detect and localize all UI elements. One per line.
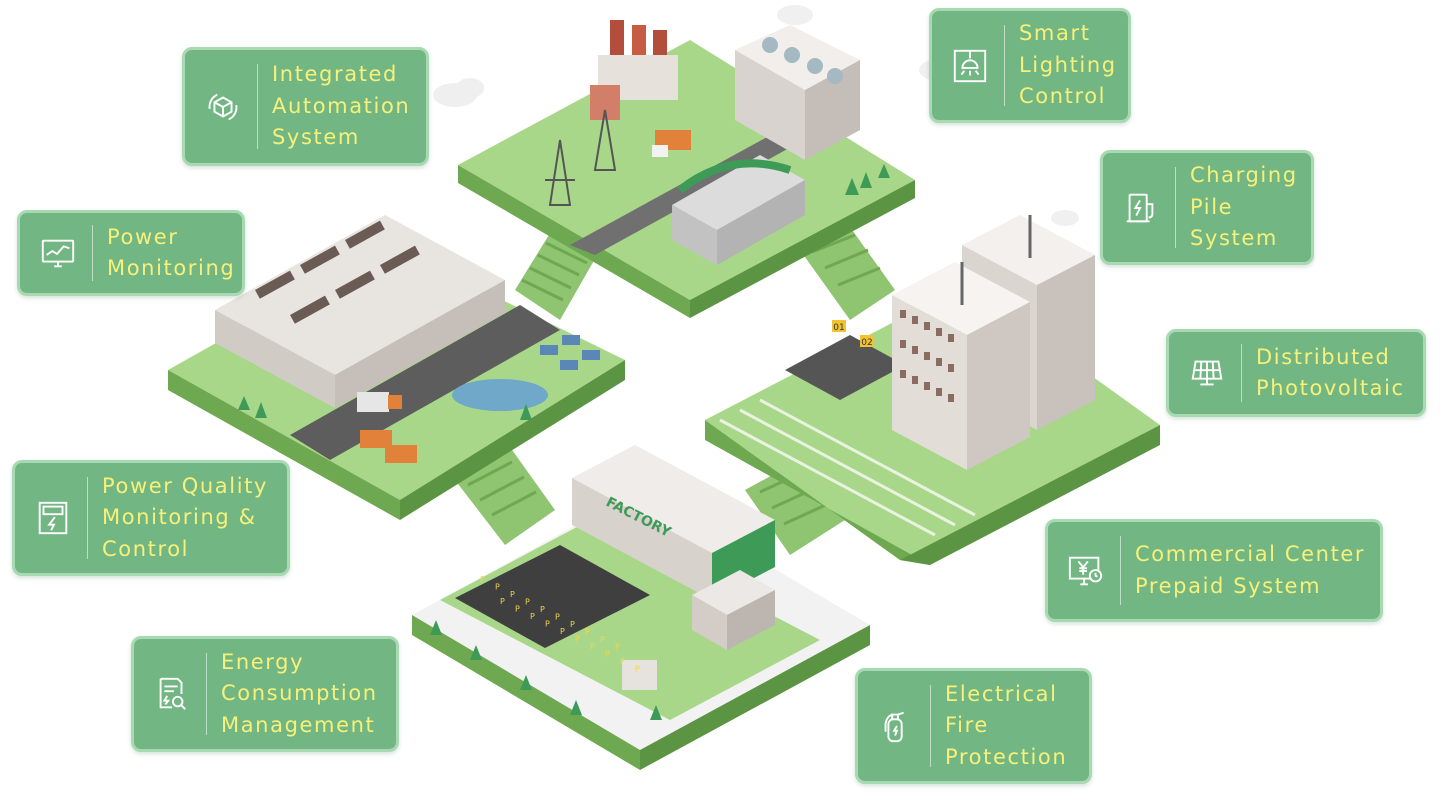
- solar-panel-icon: [1187, 353, 1227, 393]
- parking-mark: P: [620, 657, 625, 666]
- fire-extinguisher-icon: [876, 706, 916, 746]
- card-divider: [1120, 536, 1121, 605]
- card-divider: [930, 685, 931, 767]
- island-factory: FACTORY: [412, 445, 870, 770]
- cube-cycle-icon: [203, 87, 243, 127]
- parking-mark: P: [525, 598, 530, 607]
- parking-mark: P: [635, 665, 640, 674]
- parking-sign-02: 02: [861, 338, 872, 348]
- parking-mark: P: [480, 575, 485, 584]
- parking-mark: P: [515, 605, 520, 614]
- parking-mark: P: [530, 612, 535, 621]
- charging-pile-icon: [1121, 188, 1161, 228]
- island-warehouse: [168, 215, 625, 520]
- parking-mark: P: [510, 590, 515, 599]
- card-divider: [206, 653, 207, 735]
- parking-mark: P: [495, 583, 500, 592]
- island-office-towers: 01 02: [705, 215, 1160, 565]
- parking-mark: P: [540, 605, 545, 614]
- parking-mark: P: [605, 650, 610, 659]
- parking-mark: P: [600, 635, 605, 644]
- parking-mark: P: [575, 635, 580, 644]
- ceiling-lamp-icon: [950, 46, 990, 86]
- card-divider: [1004, 25, 1005, 106]
- parking-mark: P: [560, 627, 565, 636]
- card-divider: [1241, 344, 1242, 402]
- parking-sign-01: 01: [833, 323, 844, 333]
- power-meter-icon: [33, 498, 73, 538]
- island-power-plant: [458, 20, 915, 318]
- card-divider: [92, 225, 93, 281]
- card-divider: [87, 477, 88, 559]
- parking-mark: P: [585, 628, 590, 637]
- yen-monitor-clock-icon: [1066, 551, 1106, 591]
- parking-mark: P: [500, 597, 505, 606]
- card-divider: [257, 64, 258, 149]
- document-search-icon: [152, 674, 192, 714]
- card-divider: [1175, 167, 1176, 248]
- parking-mark: P: [555, 613, 560, 622]
- monitor-chart-icon: [38, 233, 78, 273]
- parking-mark: P: [590, 642, 595, 651]
- parking-mark: P: [615, 643, 620, 652]
- parking-mark: P: [545, 620, 550, 629]
- parking-mark: P: [570, 620, 575, 629]
